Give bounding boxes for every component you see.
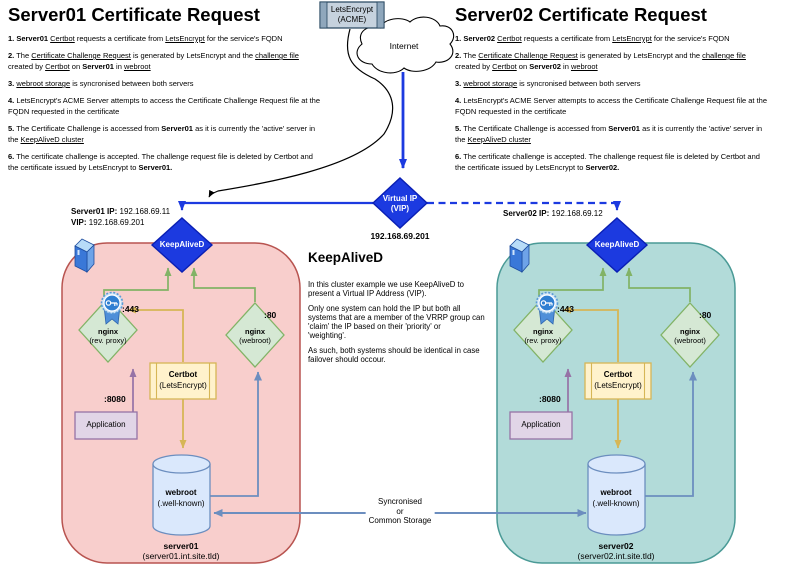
keepalived-diamond-s1 — [150, 217, 214, 273]
vip-address: 192.168.69.201 — [370, 231, 430, 241]
vip-to-server02-dashed-line — [427, 201, 621, 211]
hostname-label-s2: server02(server02.int.site.tld) — [577, 541, 655, 561]
server01-steps: 1. Server01 Certbot requests a certifica… — [8, 33, 320, 179]
port-8080-label-s2: :8080 — [539, 394, 561, 404]
nginx-proxy-to-keepalived-line-s2 — [538, 267, 607, 297]
certbot-label-s1: Certbot(LetsEncrypt) — [159, 370, 207, 390]
internet-cloud — [356, 16, 455, 74]
webroot-cylinder-s1 — [152, 454, 211, 536]
nginx-proxy-diamond-s2 — [513, 297, 573, 363]
step-item: 6. The certificate challenge is accepted… — [8, 152, 313, 172]
letsencrypt-box — [319, 1, 385, 29]
certbot-box-s1 — [149, 362, 217, 400]
nginx-webroot-diamond-s1 — [225, 302, 285, 368]
nginx-webroot-to-keepalived-line-s1 — [190, 267, 256, 302]
certbot-to-443-line-s2 — [562, 306, 619, 362]
port-8080-label-s1: :8080 — [104, 394, 126, 404]
step-item: 4. LetsEncrypt's ACME Server attempts to… — [455, 96, 768, 116]
port-80-label-s1: :80 — [264, 310, 277, 320]
step-item: 3. webroot storage is syncronised betwee… — [8, 79, 194, 88]
keepalived-paragraph: As such, both systems should be identica… — [308, 346, 480, 364]
internet-label: Internet — [389, 41, 419, 51]
step-item: 2. The Certificate Challenge Request is … — [455, 51, 746, 71]
server02-ip-label: Server02 IP: 192.168.69.12 — [503, 209, 603, 218]
server-tower-icon — [74, 238, 95, 274]
keepalived-paragraph: Only one system can hold the IP but both… — [308, 304, 485, 340]
step-item: 1. Server01 Certbot requests a certifica… — [8, 34, 283, 43]
webroot-label-s1: webroot(.well-known) — [157, 488, 205, 508]
step-item: 6. The certificate challenge is accepted… — [455, 152, 760, 172]
hostname-label-s1: server01(server01.int.site.tld) — [142, 541, 220, 561]
step-item: 4. LetsEncrypt's ACME Server attempts to… — [8, 96, 321, 116]
step-item: 5. The Certificate Challenge is accessed… — [455, 124, 763, 144]
certbot-label-s2: Certbot(LetsEncrypt) — [594, 370, 642, 390]
nginx-proxy-label-s1: nginx(rev. proxy) — [89, 327, 127, 345]
webroot-cylinder-s2 — [587, 454, 646, 536]
application-box-s1 — [74, 411, 138, 440]
certificate-badge-icon — [100, 291, 124, 325]
step-item: 2. The Certificate Challenge Request is … — [8, 51, 299, 71]
nginx-webroot-to-keepalived-line-s2 — [625, 267, 691, 302]
server02-steps: 1. Server02 Certbot requests a certifica… — [455, 33, 767, 179]
vip-diamond — [371, 177, 429, 229]
nginx-proxy-diamond-s1 — [78, 297, 138, 363]
webroot-label-s2: webroot(.well-known) — [592, 488, 640, 508]
keepalived-paragraph: In this cluster example we use KeepAlive… — [308, 280, 465, 298]
step-item: 5. The Certificate Challenge is accessed… — [8, 124, 316, 144]
step-item: 1. Server02 Certbot requests a certifica… — [455, 34, 730, 43]
webroot-to-nginx-line-s1 — [210, 371, 262, 497]
step-item: 3. webroot storage is syncronised betwee… — [455, 79, 641, 88]
server02-panel-title: Server02 Certificate Request — [455, 4, 707, 25]
keepalived-label-s2: KeepAliveD — [594, 240, 640, 249]
certificate-badge-icon — [535, 291, 559, 325]
server-tower-icon — [509, 238, 530, 274]
nginx-proxy-label-s2: nginx(rev. proxy) — [524, 327, 562, 345]
nginx-proxy-to-keepalived-line-s1 — [103, 267, 172, 297]
server01-panel-title: Server01 Certificate Request — [8, 4, 260, 25]
application-label-s1: Application — [86, 420, 126, 429]
nginx-webroot-label-s1: nginx(webroot) — [239, 327, 271, 345]
nginx-webroot-label-s2: nginx(webroot) — [674, 327, 706, 345]
vip-to-server01-line — [178, 201, 373, 211]
port-443-label-s1: :443 — [122, 304, 140, 314]
port-443-label-s2: :443 — [557, 304, 575, 314]
vip-label: Virtual IP(VIP) — [382, 194, 418, 213]
keepalived-section-title: KeepAliveD — [308, 250, 384, 265]
nginx-webroot-diamond-s2 — [660, 302, 720, 368]
keepalived-diamond-s2 — [585, 217, 649, 273]
port-80-label-s2: :80 — [699, 310, 712, 320]
webroot-to-nginx-line-s2 — [645, 371, 697, 497]
keepalived-label-s1: KeepAliveD — [159, 240, 205, 249]
certbot-to-443-line-s1 — [127, 306, 184, 362]
keepalived-description: In this cluster example we use KeepAlive… — [308, 280, 485, 370]
certbot-box-s2 — [584, 362, 652, 400]
letsencrypt-label: LetsEncrypt(ACME) — [330, 5, 374, 24]
letsencrypt-to-server01-curve — [208, 28, 394, 198]
application-box-s2 — [509, 411, 573, 440]
application-label-s2: Application — [521, 420, 561, 429]
